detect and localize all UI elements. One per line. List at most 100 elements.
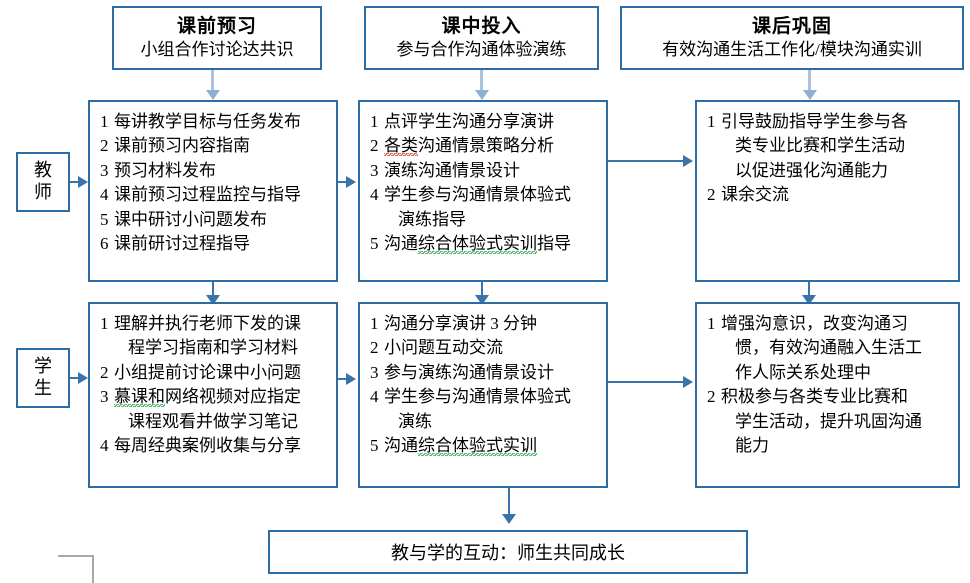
- text-run: 网络视频对应指定: [165, 387, 301, 407]
- text-run: 每周经典案例收集与分享: [114, 436, 301, 456]
- list-item-text: 课前研讨过程指导: [114, 232, 326, 256]
- list-item-text: 每周经典案例收集与分享: [114, 434, 326, 458]
- list-item-text: 课中研讨小问题发布: [114, 208, 326, 232]
- list-item-number: 1: [100, 314, 109, 333]
- connector-student-before-to-during: [338, 378, 352, 380]
- list-item-text: 各类沟通情景策略分析: [384, 134, 596, 158]
- role-student-char-2: 生: [34, 378, 52, 398]
- arrowhead-student-during-to-after: [683, 376, 693, 388]
- connector-teacher-before-to-during: [338, 181, 352, 183]
- list-item-text: 沟通综合体验式实训指导: [384, 232, 596, 256]
- arrowhead-header-to-teacher-during: [475, 90, 489, 100]
- text-run: 学生活动，提升巩固沟通: [735, 411, 922, 431]
- text-run: 沟通情景策略分析: [418, 136, 554, 156]
- list-item-number: 2: [100, 136, 109, 156]
- list-item-continuation: 课程观看并做学习笔记: [114, 410, 326, 434]
- text-run: 类专业比赛和学生活动: [735, 136, 905, 156]
- connector-teacher-to-student-before: [212, 282, 214, 302]
- list-item-text: 每讲教学目标与任务发布: [114, 110, 326, 134]
- arrowhead-teacher-during-to-after: [683, 155, 693, 167]
- list-item-number: 2: [707, 185, 716, 205]
- list-item-text: 理解并执行老师下发的课程学习指南和学习材料: [114, 312, 326, 361]
- arrowhead-student-label: [78, 372, 88, 384]
- text-run: 课余交流: [721, 185, 789, 205]
- summary-text: 教与学的互动：师生共同成长: [391, 543, 625, 563]
- list-item-text: 增强沟意识，改变沟通习惯，有效沟通融入生活工作人际关系处理中: [721, 312, 948, 385]
- list-item-continuation: 能力: [721, 434, 948, 458]
- list-item-continuation: 程学习指南和学习材料: [114, 336, 326, 360]
- list-item-number: 4: [100, 436, 109, 456]
- list-item-number: 1: [707, 314, 716, 333]
- grammarcheck-underline-green: 综合体验式实训: [418, 436, 537, 457]
- role-label-student[interactable]: 学 生: [16, 348, 70, 408]
- text-run: 惯，有效沟通融入生活工: [735, 338, 922, 358]
- list-item-text: 引导鼓励指导学生参与各类专业比赛和学生活动以促进强化沟通能力: [721, 110, 948, 183]
- text-run: 学生参与沟通情景体验式: [384, 185, 571, 205]
- text-run: 引导鼓励指导学生参与各: [721, 112, 908, 131]
- arrowhead-header-to-teacher-after: [803, 90, 817, 100]
- connector-teacher-to-student-after: [808, 282, 810, 302]
- summary-box[interactable]: 教与学的互动：师生共同成长: [268, 530, 748, 574]
- list-item-text: 点评学生沟通分享演讲: [384, 110, 596, 134]
- list-item-continuation: 惯，有效沟通融入生活工: [721, 336, 948, 360]
- text-run: 沟通: [384, 234, 418, 254]
- header-box-before-class[interactable]: 课前预习 小组合作讨论达共识: [112, 6, 322, 70]
- header-box-after-class[interactable]: 课后巩固 有效沟通生活工作化/模块沟通实训: [620, 6, 964, 70]
- list-item-continuation: 类专业比赛和学生活动: [721, 134, 948, 158]
- list-item-number: 4: [100, 185, 109, 205]
- list-item-number: 3: [370, 160, 379, 180]
- text-run: 课前预习内容指南: [114, 136, 250, 156]
- arrowhead-teacher-label: [78, 176, 88, 188]
- arrowhead-teacher-to-student-before: [206, 295, 220, 305]
- text-run: 小问题互动交流: [384, 338, 503, 358]
- list-item-number: 5: [100, 209, 109, 229]
- list-item-number: 2: [100, 362, 109, 382]
- list-item-number: 3: [370, 362, 379, 382]
- text-run: 课前研讨过程指导: [114, 234, 250, 254]
- text-run: 小组提前讨论课中小问题: [114, 362, 301, 382]
- list-item-continuation: 学生活动，提升巩固沟通: [721, 410, 948, 434]
- list-item-text: 预习材料发布: [114, 159, 326, 183]
- header-box-during-class[interactable]: 课中投入 参与合作沟通体验演练: [364, 6, 599, 70]
- list-item-text: 积极参与各类专业比赛和学生活动，提升巩固沟通能力: [721, 385, 948, 458]
- role-label-student-text: 学 生: [34, 356, 52, 400]
- role-label-teacher-text: 教 师: [34, 160, 52, 204]
- text-run: 学生参与沟通情景体验式: [384, 387, 571, 407]
- list-item-text: 小组提前讨论课中小问题: [114, 361, 326, 385]
- role-teacher-char-2: 师: [34, 182, 52, 202]
- role-label-teacher[interactable]: 教 师: [16, 152, 70, 212]
- text-run: 课程观看并做学习笔记: [128, 411, 298, 431]
- list-item-number: 3: [100, 160, 109, 180]
- list-item-number: 1: [707, 112, 716, 131]
- text-run: 参与演练沟通情景设计: [384, 362, 554, 382]
- arrowhead-student-before-to-during: [346, 373, 356, 385]
- text-run: 指导: [537, 234, 571, 254]
- list-item: 1 理解并执行老师下发的课程学习指南和学习材料: [100, 312, 326, 361]
- arrowhead-teacher-to-student-after: [802, 295, 816, 305]
- list-item-text: 小问题互动交流: [384, 336, 596, 360]
- connector-student-during-to-after: [608, 381, 685, 383]
- connector-teacher-label-to-box: [70, 181, 84, 183]
